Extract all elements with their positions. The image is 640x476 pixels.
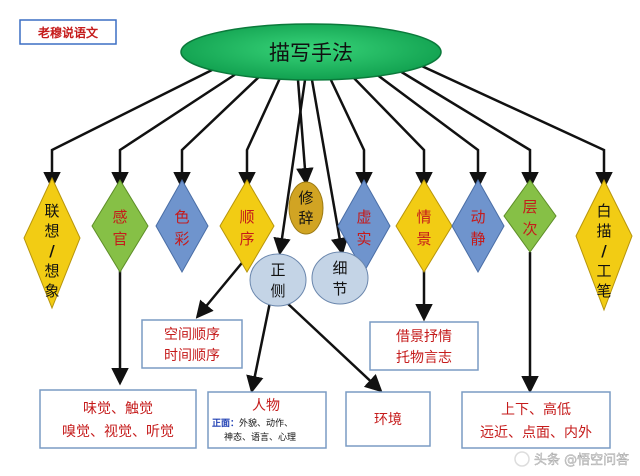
node-ganguan-char-1: 感 [112, 208, 127, 226]
node-xushi-char-1: 虚 [356, 208, 371, 226]
detail-scene-line-1: 借景抒情 [396, 329, 452, 345]
watermark-text: 头条 @悟空问答 [534, 452, 629, 468]
detail-box-person: 人物 正面：外貌、动作、 神态、语言、心理 [207, 391, 327, 449]
author-tag: 老穆说语文 [19, 19, 117, 45]
node-shunxu-char-1: 顺 [239, 208, 254, 226]
node-xijie: 细 节 [311, 251, 369, 305]
node-lianxiang-char-1: 联 [44, 202, 59, 220]
detail-box-senses: 味觉、触觉 嗅觉、视觉、听觉 [39, 389, 197, 449]
node-dongjing-char-2: 静 [470, 230, 485, 248]
node-baimiao: 白 描 / 工 笔 [575, 178, 633, 312]
node-xiuci-char-1: 修 [298, 189, 313, 207]
node-qingjing-char-2: 景 [416, 230, 431, 248]
detail-levels-line-1: 上下、高低 [501, 401, 571, 418]
detail-person-line-2: 神态、语言、心理 [224, 431, 296, 443]
detail-order-line-2: 时间顺序 [164, 348, 220, 364]
node-lianxiang: 联 想 / 想 象 [23, 176, 81, 310]
node-zhengce-char-2: 侧 [270, 282, 285, 300]
detail-person-text-1: 外貌、动作、 [239, 417, 293, 429]
node-secai-char-1: 色 [174, 208, 189, 226]
detail-box-order: 空间顺序 时间顺序 [141, 319, 243, 369]
watermark: 头条 @悟空问答 [514, 451, 629, 468]
detail-person-prefix: 正面： [212, 418, 239, 429]
node-xijie-char-2: 节 [332, 280, 347, 298]
node-qingjing-char-1: 情 [416, 208, 431, 226]
node-shunxu: 顺 序 [219, 179, 275, 273]
node-baimiao-char-2: 描 [596, 222, 611, 240]
node-lianxiang-char-2: 想 [44, 222, 59, 240]
detail-person-line-1: 正面：外貌、动作、 [212, 417, 293, 429]
node-ganguan: 感 官 [91, 179, 149, 273]
node-qingjing: 情 景 [395, 179, 453, 273]
connectors [43, 54, 613, 394]
node-lianxiang-char-5: 象 [44, 282, 59, 300]
node-cengci: 层 次 [503, 179, 557, 253]
node-dongjing: 动 静 [451, 178, 505, 274]
node-secai: 色 彩 [155, 178, 209, 274]
detail-levels-line-2: 远近、点面、内外 [480, 425, 592, 441]
author-tag-text: 老穆说语文 [38, 25, 99, 40]
node-dongjing-char-1: 动 [470, 208, 485, 226]
detail-box-environment: 环境 [345, 391, 431, 447]
detail-order-line-1: 空间顺序 [164, 327, 220, 343]
node-cengci-char-1: 层 [522, 198, 537, 216]
detail-scene-line-2: 托物言志 [396, 350, 452, 366]
node-zhengce-char-1: 正 [270, 261, 285, 279]
node-cengci-char-2: 次 [522, 220, 537, 238]
node-secai-char-2: 彩 [174, 230, 189, 248]
node-xiuci-char-2: 辞 [298, 209, 313, 227]
node-lianxiang-char-3: / [49, 242, 55, 260]
node-ganguan-char-2: 官 [112, 230, 127, 248]
root-node: 描写手法 [180, 23, 442, 81]
node-shunxu-char-2: 序 [239, 230, 254, 248]
detail-box-scene: 借景抒情 托物言志 [369, 321, 479, 371]
detail-person-title: 人物 [252, 398, 280, 414]
node-lianxiang-char-4: 想 [44, 262, 59, 280]
detail-senses-line-2: 嗅觉、视觉、听觉 [62, 424, 174, 440]
node-xushi-char-2: 实 [356, 230, 371, 248]
watermark-logo-icon [514, 451, 530, 467]
root-label: 描写手法 [269, 41, 353, 65]
node-baimiao-char-4: 工 [596, 262, 611, 280]
node-xijie-char-1: 细 [332, 259, 347, 277]
detail-environment-text: 环境 [374, 412, 402, 428]
node-zhengce: 正 侧 [249, 253, 307, 307]
node-xiuci: 修 辞 [288, 181, 324, 235]
detail-box-levels: 上下、高低 远近、点面、内外 [461, 391, 611, 449]
node-baimiao-char-1: 白 [596, 202, 611, 220]
detail-senses-line-1: 味觉、触觉 [83, 401, 153, 417]
node-baimiao-char-5: 笔 [596, 282, 611, 300]
node-baimiao-char-3: / [601, 242, 607, 260]
